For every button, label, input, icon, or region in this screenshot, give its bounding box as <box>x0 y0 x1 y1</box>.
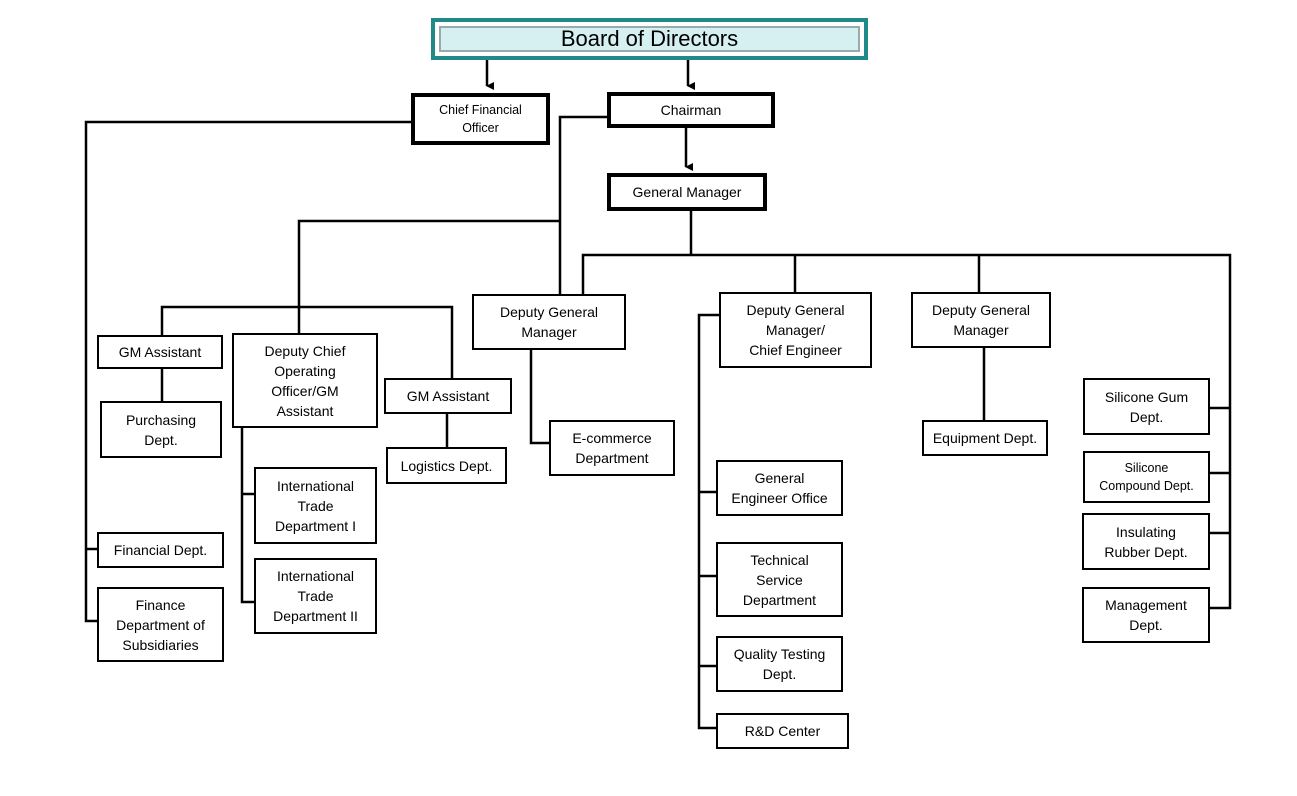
cfo-box: Chief Financial Officer <box>411 93 550 145</box>
itd-2-box: International Trade Department II <box>254 558 377 634</box>
equipment-dept-label: Equipment Dept. <box>932 430 1038 446</box>
itd-1-label: International Trade Department I <box>275 477 356 534</box>
deputy-gm-2-box: Deputy General Manager <box>911 292 1051 348</box>
line-right-bar <box>581 253 1232 610</box>
logistics-dept-label: Logistics Dept. <box>400 457 493 474</box>
general-manager-label: General Manager <box>632 184 742 200</box>
board-of-directors-box: Board of Directors <box>431 18 868 60</box>
gm-assistant-1-box: GM Assistant <box>97 335 223 369</box>
deputy-gm-2-label: Deputy General Manager <box>931 302 1031 338</box>
chairman-box: Chairman <box>607 92 775 128</box>
silicone-compound-box: Silicone Compound Dept. <box>1083 451 1210 503</box>
purchasing-dept-label: Purchasing Dept. <box>125 411 197 448</box>
deputy-gm-chief-engineer-label: Deputy General Manager/ Chief Engineer <box>746 302 845 358</box>
rd-center-box: R&D Center <box>716 713 849 749</box>
technical-service-label: Technical Service Department <box>742 551 817 608</box>
deputy-gm-chief-engineer-box: Deputy General Manager/ Chief Engineer <box>719 292 872 368</box>
management-dept-box: Management Dept. <box>1082 587 1210 643</box>
equipment-dept-box: Equipment Dept. <box>922 420 1048 456</box>
silicone-gum-label: Silicone Gum Dept. <box>1104 388 1189 425</box>
line-chairman-to-deputy-coo <box>297 219 560 307</box>
management-dept-label: Management Dept. <box>1105 597 1187 633</box>
line-left-group-bar <box>160 305 454 380</box>
cfo-label: Chief Financial Officer <box>439 103 522 135</box>
technical-service-box: Technical Service Department <box>716 542 843 617</box>
gm-assistant-1-label: GM Assistant <box>118 344 202 360</box>
insulating-rubber-label: Insulating Rubber Dept. <box>1104 523 1188 560</box>
general-engineer-office-label: General Engineer Office <box>731 470 828 506</box>
purchasing-dept-box: Purchasing Dept. <box>100 401 222 458</box>
deputy-gm-1-box: Deputy General Manager <box>472 294 626 350</box>
ecommerce-dept-box: E-commerce Department <box>549 420 675 476</box>
quality-testing-label: Quality Testing Dept. <box>733 646 826 682</box>
gm-assistant-2-box: GM Assistant <box>384 378 512 414</box>
quality-testing-box: Quality Testing Dept. <box>716 636 843 692</box>
general-engineer-office-box: General Engineer Office <box>716 460 843 516</box>
itd-1-box: International Trade Department I <box>254 467 377 544</box>
rd-center-label: R&D Center <box>744 723 821 739</box>
gm-assistant-2-label: GM Assistant <box>406 388 490 404</box>
general-manager-box: General Manager <box>607 173 767 211</box>
silicone-compound-label: Silicone Compound Dept. <box>1099 461 1194 493</box>
chairman-label: Chairman <box>660 102 722 118</box>
finance-subsidiaries-label: Finance Department of Subsidiaries <box>116 596 205 653</box>
finance-subsidiaries-box: Finance Department of Subsidiaries <box>97 587 224 662</box>
line-dgm1-to-ecommerce <box>529 349 551 445</box>
deputy-coo-label: Deputy Chief Operating Officer/GM Assist… <box>264 342 346 419</box>
line-dgmce-to-children <box>697 313 720 730</box>
line-chairman-to-dgm1 <box>558 115 609 295</box>
silicone-gum-box: Silicone Gum Dept. <box>1083 378 1210 435</box>
financial-dept-box: Financial Dept. <box>97 532 224 568</box>
financial-dept-label: Financial Dept. <box>113 542 208 558</box>
logistics-dept-box: Logistics Dept. <box>386 447 507 484</box>
itd-2-label: International Trade Department II <box>273 568 358 624</box>
deputy-gm-1-label: Deputy General Manager <box>499 304 599 340</box>
line-cfo-to-finance <box>84 120 413 623</box>
board-of-directors-label: Board of Directors <box>439 26 860 52</box>
deputy-coo-box: Deputy Chief Operating Officer/GM Assist… <box>232 333 378 428</box>
insulating-rubber-box: Insulating Rubber Dept. <box>1082 513 1210 570</box>
line-deputy-coo-to-itd <box>240 427 256 604</box>
ecommerce-dept-label: E-commerce Department <box>572 430 652 466</box>
